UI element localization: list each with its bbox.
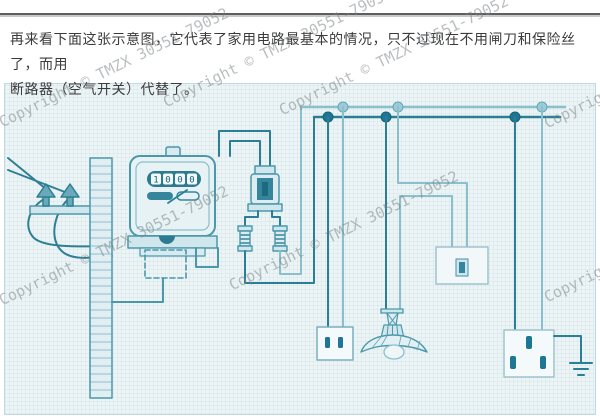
- top-divider-dark: [0, 13, 600, 15]
- intro-paragraph: 再来看下面这张示意图，它代表了家用电路最基本的情况，只不过现在不用闸刀和保险丝了…: [10, 27, 592, 102]
- paragraph-line-2: 断路器（空气开关）代替了。: [10, 81, 199, 97]
- top-divider-light: [0, 15, 600, 17]
- diagram-panel: [4, 83, 596, 415]
- paragraph-line-1: 再来看下面这张示意图，它代表了家用电路最基本的情况，只不过现在不用闸刀和保险丝了…: [10, 31, 576, 72]
